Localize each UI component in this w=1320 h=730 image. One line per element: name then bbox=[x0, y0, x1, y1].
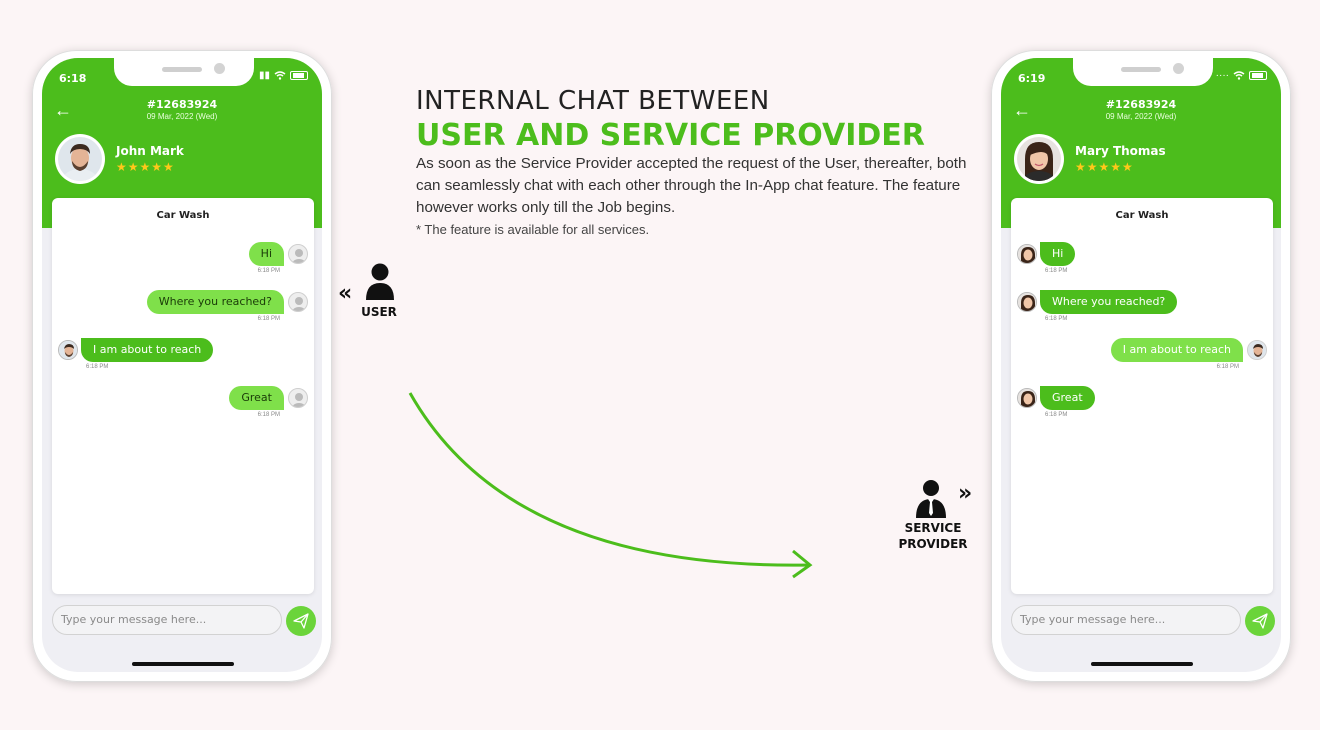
signal-icon: ▮▮ bbox=[258, 70, 270, 81]
phone-notch bbox=[1073, 58, 1213, 86]
chat-area: Car Wash Hi 6:18 PM Where you reached? 6… bbox=[1011, 198, 1273, 594]
order-date: 09 Mar, 2022 (Wed) bbox=[1105, 112, 1177, 121]
heading-line2: USER AND SERVICE PROVIDER bbox=[416, 118, 925, 153]
contact-avatar[interactable] bbox=[55, 134, 105, 184]
chat-message: I am about to reach bbox=[1110, 338, 1243, 362]
send-icon bbox=[293, 613, 309, 629]
provider-label-line1: SERVICE bbox=[904, 521, 962, 535]
send-icon bbox=[1252, 613, 1268, 629]
message-time: 6:18 PM bbox=[1216, 364, 1239, 370]
message-time: 6:18 PM bbox=[257, 268, 280, 274]
chat-message: I am about to reach bbox=[81, 338, 214, 362]
home-indicator bbox=[132, 662, 234, 666]
chat-message: Where you reached? bbox=[146, 290, 284, 314]
self-avatar-icon bbox=[288, 244, 308, 264]
service-provider-label: SERVICE PROVIDER bbox=[893, 520, 973, 552]
contact-name: Mary Thomas bbox=[1075, 144, 1166, 158]
user-phone-screen: 6:18 ▮▮ ← #12683924 09 Mar, 2022 (Wed) J… bbox=[42, 58, 322, 672]
wifi-icon bbox=[1233, 71, 1245, 80]
user-icon bbox=[366, 263, 394, 300]
message-time: 6:18 PM bbox=[1045, 268, 1068, 274]
chat-message: Great bbox=[1040, 386, 1095, 410]
feature-note: * The feature is available for all servi… bbox=[416, 222, 650, 237]
order-id: #12683924 bbox=[146, 98, 218, 111]
woman-avatar-icon bbox=[1017, 137, 1061, 181]
double-chevron-left-icon: « bbox=[338, 281, 353, 306]
contact-avatar-small-icon bbox=[1017, 388, 1037, 408]
message-time: 6:18 PM bbox=[257, 316, 280, 322]
order-date: 09 Mar, 2022 (Wed) bbox=[146, 112, 218, 121]
message-input[interactable]: Type your message here... bbox=[1011, 605, 1241, 635]
man-avatar-icon bbox=[58, 137, 102, 181]
chat-message: Where you reached? bbox=[1040, 290, 1178, 314]
send-button[interactable] bbox=[286, 606, 316, 636]
double-chevron-right-icon: » bbox=[958, 481, 973, 506]
wifi-icon bbox=[274, 71, 286, 80]
home-indicator bbox=[1091, 662, 1193, 666]
battery-icon bbox=[1249, 71, 1267, 80]
message-time: 6:18 PM bbox=[1045, 412, 1068, 418]
chat-message: Hi bbox=[248, 242, 284, 266]
user-label: USER bbox=[361, 305, 397, 319]
description: As soon as the Service Provider accepted… bbox=[416, 155, 967, 216]
phone-notch bbox=[114, 58, 254, 86]
message-time: 6:18 PM bbox=[1045, 316, 1068, 322]
signal-icon: ···· bbox=[1215, 70, 1229, 81]
status-icons: ···· bbox=[1216, 70, 1267, 81]
message-time: 6:18 PM bbox=[257, 412, 280, 418]
back-arrow-icon[interactable]: ← bbox=[1013, 100, 1031, 120]
contact-avatar[interactable] bbox=[1014, 134, 1064, 184]
chat-area: Car Wash Hi 6:18 PM Where you reached? 6… bbox=[52, 198, 314, 594]
heading-line1: INTERNAL CHAT BETWEEN bbox=[416, 86, 770, 116]
back-arrow-icon[interactable]: ← bbox=[54, 100, 72, 120]
contact-name: John Mark bbox=[116, 144, 184, 158]
battery-icon bbox=[290, 71, 308, 80]
contact-avatar-small-icon bbox=[1017, 292, 1037, 312]
chat-message: Hi bbox=[1040, 242, 1076, 266]
service-provider-icon bbox=[916, 480, 946, 518]
self-avatar-icon bbox=[288, 388, 308, 408]
service-name: Car Wash bbox=[156, 210, 210, 221]
rating-stars: ★★★★★ bbox=[1075, 160, 1134, 174]
message-input[interactable]: Type your message here... bbox=[52, 605, 282, 635]
service-name: Car Wash bbox=[1115, 210, 1169, 221]
provider-label-line2: PROVIDER bbox=[898, 537, 968, 551]
status-time: 6:19 bbox=[1018, 72, 1046, 85]
rating-stars: ★★★★★ bbox=[116, 160, 175, 174]
contact-avatar-small-icon bbox=[58, 340, 78, 360]
contact-avatar-small-icon bbox=[1017, 244, 1037, 264]
send-button[interactable] bbox=[1245, 606, 1275, 636]
user-phone: 6:18 ▮▮ ← #12683924 09 Mar, 2022 (Wed) J… bbox=[32, 50, 332, 682]
chat-message: Great bbox=[229, 386, 284, 410]
self-avatar-icon bbox=[1247, 340, 1267, 360]
status-time: 6:18 bbox=[59, 72, 87, 85]
provider-phone-screen: 6:19 ···· ← #12683924 09 Mar, 2022 (Wed)… bbox=[1001, 58, 1281, 672]
provider-phone: 6:19 ···· ← #12683924 09 Mar, 2022 (Wed)… bbox=[991, 50, 1291, 682]
status-icons: ▮▮ bbox=[259, 70, 308, 81]
order-id: #12683924 bbox=[1105, 98, 1177, 111]
self-avatar-icon bbox=[288, 292, 308, 312]
curved-arrow-icon bbox=[408, 392, 813, 579]
message-time: 6:18 PM bbox=[86, 364, 109, 370]
